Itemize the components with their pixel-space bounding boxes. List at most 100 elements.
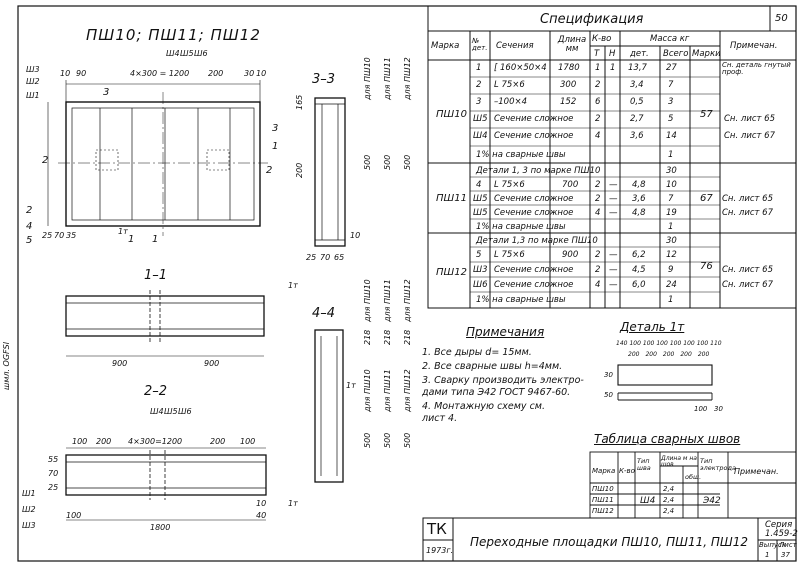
dim-100-left: 100 — [66, 511, 82, 520]
spec-r11-4-no: Ш5 — [473, 208, 488, 218]
side-44-pSh10: для ПШ10 — [363, 369, 372, 412]
left-dim22-70: 70 — [48, 469, 59, 478]
detail-dims-top: 140 100 100 100 100 100 100 110 — [616, 340, 722, 347]
sheet-number: 50 — [775, 13, 788, 24]
weld-r2-len: 2,4 — [663, 496, 675, 504]
tb-year: 1973г. — [426, 546, 454, 555]
detail-dim-top-4: 100 — [669, 340, 682, 347]
side-33-pSh10: для ПШ10 — [363, 57, 372, 100]
note-line-6: лист 4. — [422, 413, 458, 424]
side-44-dim-a: 500 — [363, 432, 372, 448]
spec-r11-5-sec: 1% на сварные швы — [476, 222, 566, 232]
spec-r10-2-t: 2 — [595, 80, 601, 90]
tb-issue: 1 — [765, 551, 770, 559]
note-line-4: дами типа Э42 ГОСТ 9467-60. — [422, 387, 571, 398]
spec-r12-2-n: — — [609, 250, 618, 260]
side-33-pSh12: для ПШ12 — [403, 57, 412, 100]
weld-marks-22-d: Ш1 — [22, 489, 36, 498]
spec-r11-4-note: Сн. лист 67 — [722, 208, 773, 218]
weld-marks-22-c: Ш6 — [178, 407, 192, 416]
detail-1t-drawing — [617, 364, 713, 401]
dims-22-100a: 100 — [72, 437, 88, 446]
tb-org: ТК — [427, 520, 447, 538]
spec-h-qty-t: Т — [594, 49, 600, 59]
note-line-2: 2. Все сварные швы h=4мм. — [422, 361, 563, 372]
weld-r1-len: 2,4 — [663, 485, 675, 493]
spec-r12-2-det: 6,2 — [632, 250, 646, 260]
weld-type-value: Ш4 — [640, 496, 656, 506]
spec-r11-3-no: Ш5 — [473, 194, 488, 204]
spec-r10-5-t: 4 — [595, 131, 601, 141]
side-44-pSh11: для ПШ11 — [383, 369, 392, 412]
side-33-pSh11: для ПШ11 — [383, 57, 392, 100]
detail-dim-bot-0: 200 — [628, 351, 640, 358]
section-mark-2-right: 2 — [266, 165, 273, 176]
weld-label-sh3: Ш3 — [26, 65, 40, 74]
spec-r10-1-note: Сн. деталь гнутый проф. — [722, 61, 791, 76]
spec-r10-3-t: 6 — [595, 97, 601, 107]
weld-h-total: общ. — [685, 473, 702, 481]
weld-r1-mark: ПШ10 — [592, 485, 614, 493]
spec-h-detno: № дет. — [472, 37, 488, 52]
weld-h-len: Длина м на шов — [661, 455, 697, 468]
section-mark-1-left: 1 — [128, 234, 135, 245]
spec-markmass-psh12: 76 — [700, 261, 713, 272]
detail-dim-top-7: 110 — [710, 340, 722, 347]
spec-markmass-psh11: 67 — [700, 193, 713, 204]
weld-marks-22-e: Ш2 — [22, 505, 36, 514]
note-line-1: 1. Все дыры d= 15мм. — [422, 347, 532, 358]
section-mark-1-right: 1 — [152, 234, 159, 245]
spec-r12-2-len: 900 — [562, 250, 579, 260]
callout-1t-b: 1т — [288, 281, 298, 290]
spec-h-mass: Масса кг — [650, 34, 690, 44]
tb-issue-label: Выпуск — [759, 541, 787, 549]
spec-h-length: Длина мм — [557, 35, 587, 54]
weld-label-sh5: Ш5 — [180, 49, 194, 58]
weld-electrode-value: Э42 — [703, 496, 721, 506]
weld-r3-len: 2,4 — [663, 507, 675, 515]
note-line-3: 3. Сварку производить электро- — [422, 375, 584, 386]
weld-label-sh2: Ш2 — [26, 77, 40, 86]
detail-dim-left2: 50 — [604, 391, 613, 399]
spec-r10-5-det: 3,6 — [630, 131, 644, 141]
weld-table-grid — [589, 451, 797, 519]
side-11-dim-c: 218 — [403, 329, 412, 345]
spec-r12-4-t: 4 — [595, 280, 601, 290]
weld-marks-22-a: Ш4 — [150, 407, 164, 416]
callout-3-top: 3 — [103, 87, 110, 98]
side-44-dim-b: 500 — [383, 432, 392, 448]
title-block-grid — [422, 517, 797, 562]
section-mark-2-left: 2 — [42, 155, 49, 166]
left-dim-35: 35 — [66, 231, 77, 240]
main-plan-view — [47, 80, 268, 236]
dims-33-bottom-65: 65 — [334, 253, 345, 262]
weld-table-title: Таблица сварных швов — [594, 432, 741, 446]
weld-h-type: Тип шва — [637, 457, 651, 472]
dims-33-bottom-70: 70 — [320, 253, 331, 262]
dims-33-bottom-25: 25 — [306, 253, 317, 262]
weld-label-sh6: Ш6 — [194, 49, 208, 58]
spec-mark-psh11: ПШ11 — [436, 193, 467, 204]
weld-label-sh1: Ш1 — [26, 91, 40, 100]
spec-r10-1-len: 1780 — [558, 63, 580, 73]
tb-sheet: 37 — [781, 551, 790, 559]
dim-200: 200 — [208, 69, 224, 78]
left-dim22-55: 55 — [48, 455, 59, 464]
weld-label-sh4: Ш4 — [166, 49, 180, 58]
notes-title: Примечания — [466, 325, 545, 339]
spec-r11-1-tot: 30 — [666, 166, 677, 176]
spec-r11-4-det: 4,8 — [632, 208, 646, 218]
detail-dim-top-2: 100 — [642, 340, 655, 347]
detail-dim-bot-3: 200 — [680, 351, 692, 358]
section-2-2-view — [65, 447, 267, 521]
spec-h-mark: Марка — [431, 41, 460, 51]
spec-h-qty: К-во — [592, 34, 612, 44]
section-1-1-title: 1–1 — [144, 268, 168, 283]
spec-r11-2-n: — — [609, 180, 618, 190]
spec-r12-4-tot: 24 — [666, 280, 677, 290]
spec-r12-2-tot: 12 — [666, 250, 677, 260]
spec-r10-1-tot: 27 — [666, 63, 677, 73]
spec-r10-2-det: 3,4 — [630, 80, 644, 90]
side-33-dim-c: 500 — [403, 154, 412, 170]
